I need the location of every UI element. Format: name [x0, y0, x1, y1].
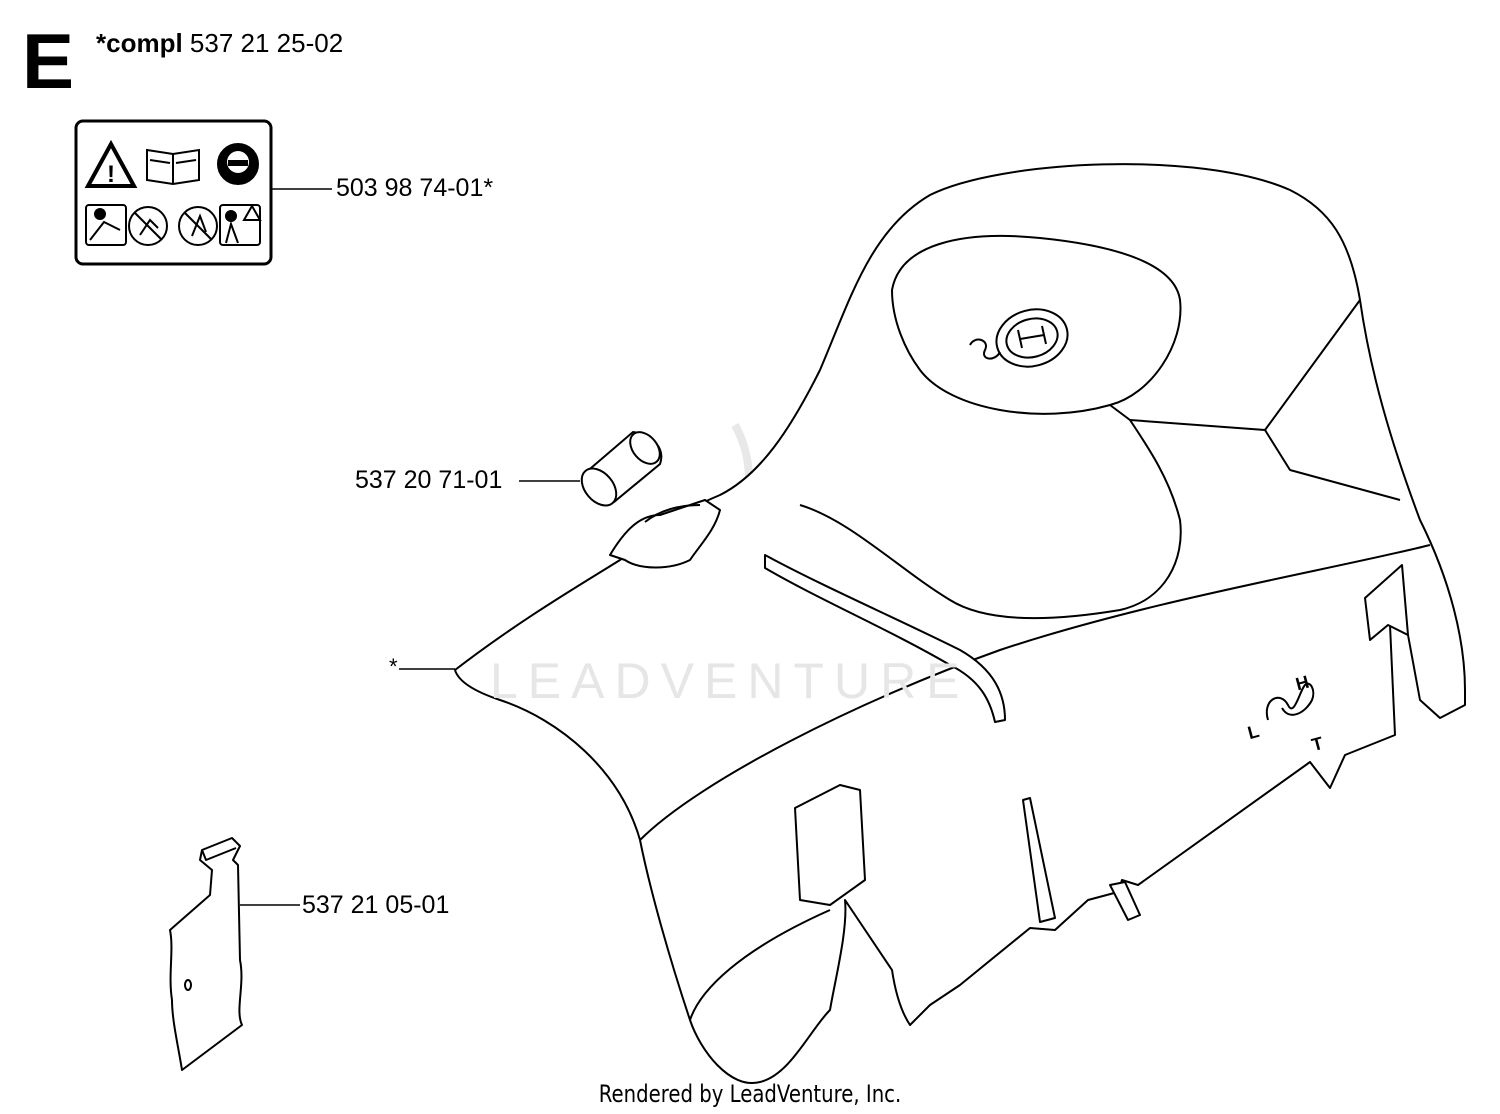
grommet-part [580, 430, 663, 507]
assembly-code: 537 21 25-02 [189, 28, 344, 58]
protective-gear-icon [217, 143, 259, 185]
warning-triangle-icon: ! [84, 139, 138, 188]
part-label-decal[interactable]: 503 98 74-01* [336, 174, 494, 202]
plate-part [169, 837, 243, 1071]
footer-credit: Rendered by LeadVenture, Inc. [598, 1080, 902, 1108]
assembly-prefix: *compl [96, 28, 183, 58]
part-label-cover[interactable]: * [389, 654, 398, 679]
no-fire-icon [178, 206, 218, 246]
cylinder-cover-part [454, 163, 1466, 1085]
watermark-text: LEADVENTURE [490, 653, 970, 709]
brand-logo-icon [969, 308, 1069, 368]
part-label-plate[interactable]: 537 21 05-01 [302, 891, 450, 919]
section-letter: E [22, 17, 75, 105]
thrown-objects-icon [85, 204, 127, 246]
no-people-icon [128, 206, 168, 246]
part-label-grommet[interactable]: 537 20 71-01 [355, 466, 503, 494]
warning-decal: ! [74, 119, 273, 266]
manual-book-icon [146, 148, 200, 186]
assembly-number: *compl 537 21 25-02 [96, 28, 343, 59]
svg-text:!: ! [107, 161, 115, 188]
distance-warning-icon [219, 203, 262, 246]
choke-symbol-icon [1265, 682, 1315, 721]
